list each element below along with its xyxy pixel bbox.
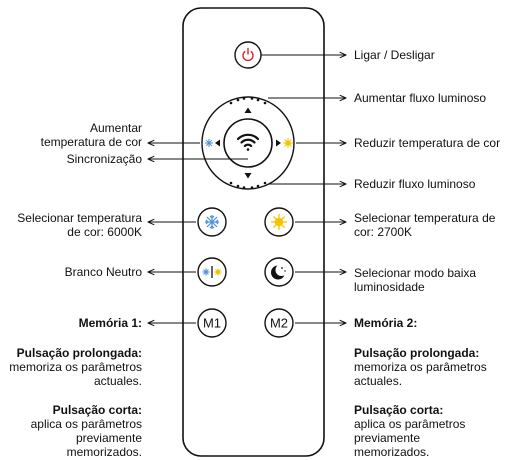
memory-1-short-line1: aplica os parâmetros — [30, 417, 142, 431]
label-select-6000k: Selecionar temperatura de cor: 6000K — [17, 211, 142, 239]
snowflake-icon — [205, 139, 213, 147]
snowflake-icon — [205, 215, 219, 229]
brightness-up-icon — [229, 97, 267, 113]
label-select-6000k-line2: de cor: 6000K — [67, 225, 142, 239]
dial-right-button[interactable] — [276, 138, 293, 148]
memory-1-short-line3: memorizados. — [66, 445, 142, 459]
label-neutral: Branco Neutro — [64, 265, 142, 279]
label-increase-flux: Aumentar fluxo luminoso — [354, 91, 487, 105]
dial-up-button[interactable] — [229, 97, 267, 113]
label-memory-1: Memória 1: — [78, 316, 142, 330]
sun-icon — [214, 268, 222, 276]
label-low-mode-line2: luminosidade — [354, 280, 425, 294]
memory-1-short-line2: previamente — [75, 431, 142, 445]
memory-2-long-line1: memoriza os parâmetros — [354, 360, 487, 374]
label-memory-2: Memória 2: — [354, 316, 418, 330]
memory-2-long-press-note: Pulsação prolongada: memoriza os parâmet… — [354, 346, 487, 388]
moon-icon — [271, 264, 288, 280]
night-mode-button[interactable] — [264, 257, 294, 287]
memory-1-long-press-note: Pulsação prolongada: memoriza os parâmet… — [9, 346, 142, 388]
memory-2-short-line1: aplica os parâmetros — [354, 417, 466, 431]
memory-1-label: M1 — [203, 316, 221, 331]
label-low-mode-line1: Selecionar modo baixa — [354, 266, 477, 280]
left-arrow-icon — [215, 139, 220, 147]
label-increase-temp-line2: temperatura de cor — [40, 135, 142, 149]
dial-left-button[interactable] — [205, 139, 220, 147]
label-select-2700k-line1: Selecionar temperatura de — [354, 211, 496, 225]
label-select-6000k-line1: Selecionar temperatura — [17, 211, 142, 225]
memory-2-label: M2 — [270, 316, 288, 331]
memory-2-long-title: Pulsação prolongada: — [354, 346, 480, 360]
memory-2-short-title: Pulsação corta: — [354, 403, 444, 417]
memory-1-long-line2: actuales. — [93, 374, 142, 388]
memory-1-short-title: Pulsação corta: — [52, 403, 142, 417]
memory-2-short-press-note: Pulsação corta: aplica os parâmetros pre… — [354, 403, 465, 459]
memory-1-long-line1: memoriza os parâmetros — [9, 360, 142, 374]
memory-1-long-title: Pulsação prolongada: — [16, 346, 142, 360]
memory-2-button[interactable]: M2 — [264, 308, 294, 338]
label-increase-temp: Aumentar temperatura de cor — [41, 121, 142, 149]
right-arrow-icon — [276, 139, 281, 147]
sun-icon — [283, 138, 293, 148]
power-icon — [242, 47, 254, 62]
brightness-down-icon — [229, 173, 267, 189]
cold-white-button[interactable] — [197, 207, 227, 237]
label-select-2700k-line2: cor: 2700K — [354, 225, 413, 239]
memory-2-short-line2: previamente — [354, 431, 421, 445]
memory-1-button[interactable]: M1 — [197, 308, 227, 338]
label-low-mode: Selecionar modo baixa luminosidade — [354, 266, 476, 294]
label-sync: Sincronização — [66, 152, 142, 166]
label-power: Ligar / Desligar — [354, 48, 435, 62]
label-reduce-flux: Reduzir fluxo luminoso — [354, 177, 476, 191]
memory-2-long-line2: actuales. — [354, 374, 403, 388]
wifi-icon — [236, 133, 260, 151]
leader-arrows — [148, 55, 346, 323]
memory-1-short-press-note: Pulsação corta: aplica os parâmetros pre… — [31, 403, 142, 459]
sun-icon — [271, 214, 287, 230]
label-reduce-temp: Reduzir temperatura de cor — [354, 136, 501, 150]
sync-button[interactable] — [223, 118, 273, 168]
snowflake-icon — [202, 268, 210, 276]
label-select-2700k: Selecionar temperatura de cor: 2700K — [354, 211, 495, 239]
warm-white-button[interactable] — [264, 207, 294, 237]
power-button[interactable] — [234, 41, 262, 69]
label-increase-temp-line1: Aumentar — [89, 121, 142, 135]
neutral-white-button[interactable] — [197, 257, 227, 287]
dial-down-button[interactable] — [229, 173, 267, 189]
memory-2-short-line3: memorizados. — [354, 445, 430, 459]
